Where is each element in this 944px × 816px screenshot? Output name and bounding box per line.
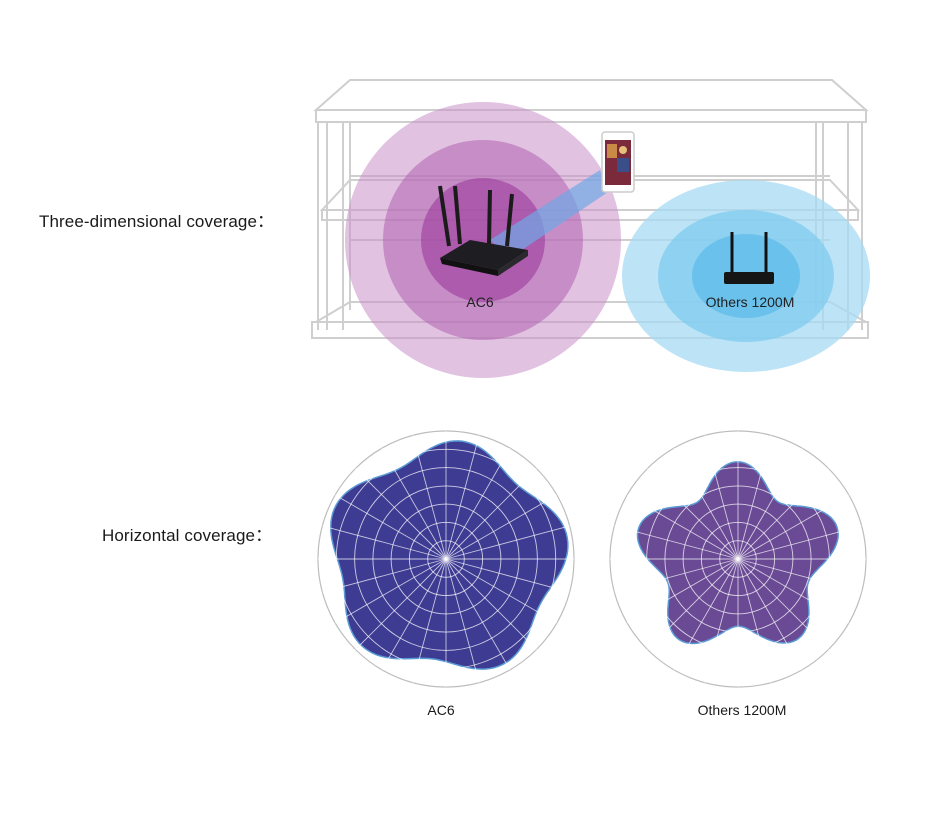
router-icon	[724, 232, 774, 284]
ac6-3d-caption: AC6	[466, 294, 494, 310]
others-horizontal-coverage-plot	[609, 430, 867, 688]
phone-icon	[601, 131, 635, 193]
horizontal-coverage-label: Horizontal coverage：	[102, 526, 273, 545]
three-dimensional-coverage-diagram	[311, 79, 870, 378]
polar-grid	[317, 430, 575, 688]
router-icon	[438, 185, 528, 276]
others-coverage-rings	[622, 180, 870, 372]
others-3d-caption: Others 1200M	[705, 294, 795, 310]
ac6-horizontal-caption: AC6	[427, 702, 455, 718]
others-horizontal-caption: Others 1200M	[697, 702, 787, 718]
three-dimensional-coverage-label: Three-dimensional coverage：	[39, 212, 275, 231]
ac6-coverage-rings	[345, 102, 621, 378]
signal-beam	[490, 170, 608, 258]
polar-grid	[609, 430, 867, 688]
ac6-horizontal-coverage-plot	[317, 430, 575, 688]
